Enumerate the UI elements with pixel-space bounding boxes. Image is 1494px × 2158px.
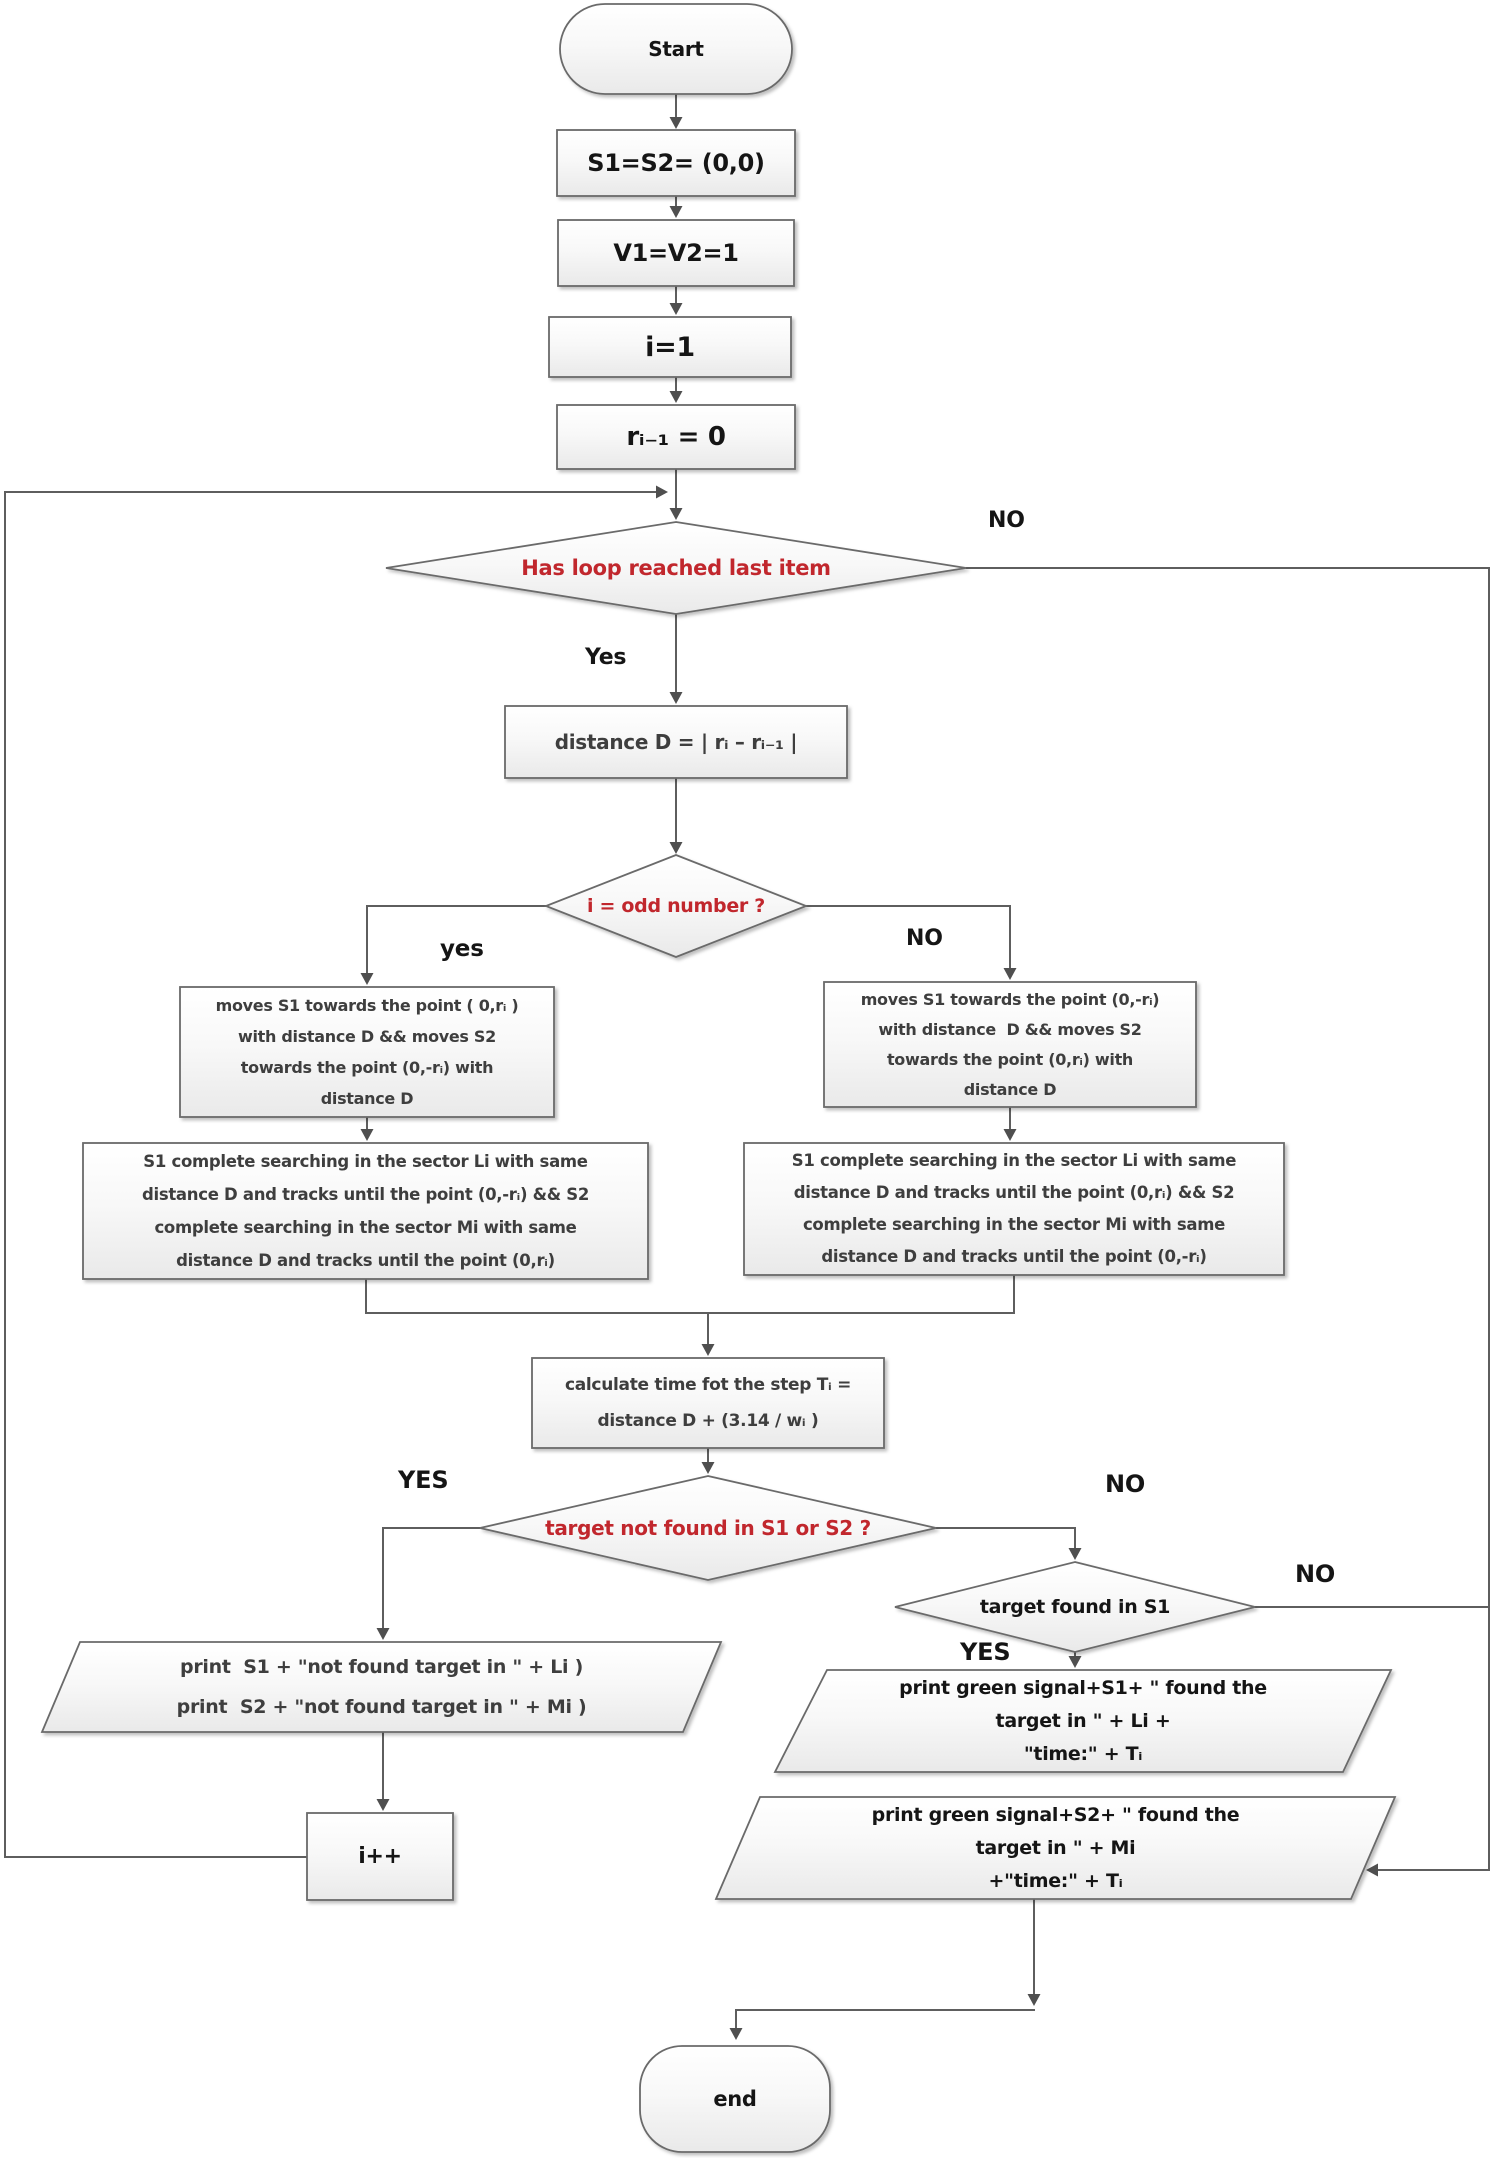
moves-even-shape <box>823 981 1197 1108</box>
arrowhead-icon <box>669 692 683 704</box>
increment-shape <box>306 1812 454 1901</box>
arrowhead-icon <box>1027 1994 1041 2006</box>
arrowhead-icon <box>701 1462 715 1474</box>
arrowheads <box>360 117 1378 2040</box>
arrowhead-icon <box>1003 1129 1017 1141</box>
arrowhead-icon <box>669 842 683 854</box>
init-speeds-shape <box>557 219 795 287</box>
arrowhead-icon <box>729 2028 743 2040</box>
edge-notfound-yes <box>382 1527 480 1634</box>
end-terminator-shape <box>639 2045 831 2153</box>
arrowhead-icon <box>376 1799 390 1811</box>
start-terminator-shape <box>559 3 793 95</box>
arrowhead-icon <box>669 508 683 520</box>
print-found-s1-parallelogram-shape <box>773 1669 1393 1773</box>
not-found-diamond-shape <box>479 1475 937 1581</box>
init-positions-shape <box>556 129 796 197</box>
edge-oddcheck-no <box>806 905 1011 974</box>
edge-to-end <box>735 2009 1035 2034</box>
odd-check-diamond-shape <box>543 854 809 958</box>
edge-oddcheck-yes <box>366 905 546 979</box>
print-found-s2-parallelogram-shape <box>714 1796 1397 1900</box>
edge-increment-loopback <box>4 491 660 1858</box>
arrowhead-icon <box>1366 1863 1378 1877</box>
init-counter-shape <box>548 316 792 378</box>
shapes <box>40 3 1397 2153</box>
distance-shape <box>504 705 848 779</box>
arrowhead-icon <box>701 1344 715 1356</box>
init-radius-shape <box>556 404 796 470</box>
arrowhead-icon <box>376 1628 390 1640</box>
print-not-found-parallelogram-shape <box>40 1641 723 1733</box>
moves-odd-shape <box>179 986 555 1118</box>
search-even-shape <box>743 1142 1285 1276</box>
edge-notfound-no <box>936 1527 1076 1554</box>
arrowhead-icon <box>669 206 683 218</box>
connectors <box>4 94 1490 2034</box>
arrowhead-icon <box>669 391 683 403</box>
search-odd-shape <box>82 1142 649 1280</box>
arrowhead-icon <box>1003 968 1017 980</box>
arrowhead-icon <box>360 1129 374 1141</box>
arrowhead-icon <box>360 973 374 985</box>
loop-check-diamond-shape <box>385 521 967 615</box>
arrowhead-icon <box>669 117 683 129</box>
found-s1-diamond-shape <box>894 1561 1256 1653</box>
arrowhead-icon <box>1068 1548 1082 1560</box>
arrowhead-icon <box>669 303 683 315</box>
arrowhead-icon <box>1068 1656 1082 1668</box>
arrowhead-icon <box>656 485 668 499</box>
calc-time-shape <box>531 1357 885 1449</box>
edge-merge <box>365 1275 1015 1314</box>
edge-loopcheck-no <box>966 567 1490 1871</box>
